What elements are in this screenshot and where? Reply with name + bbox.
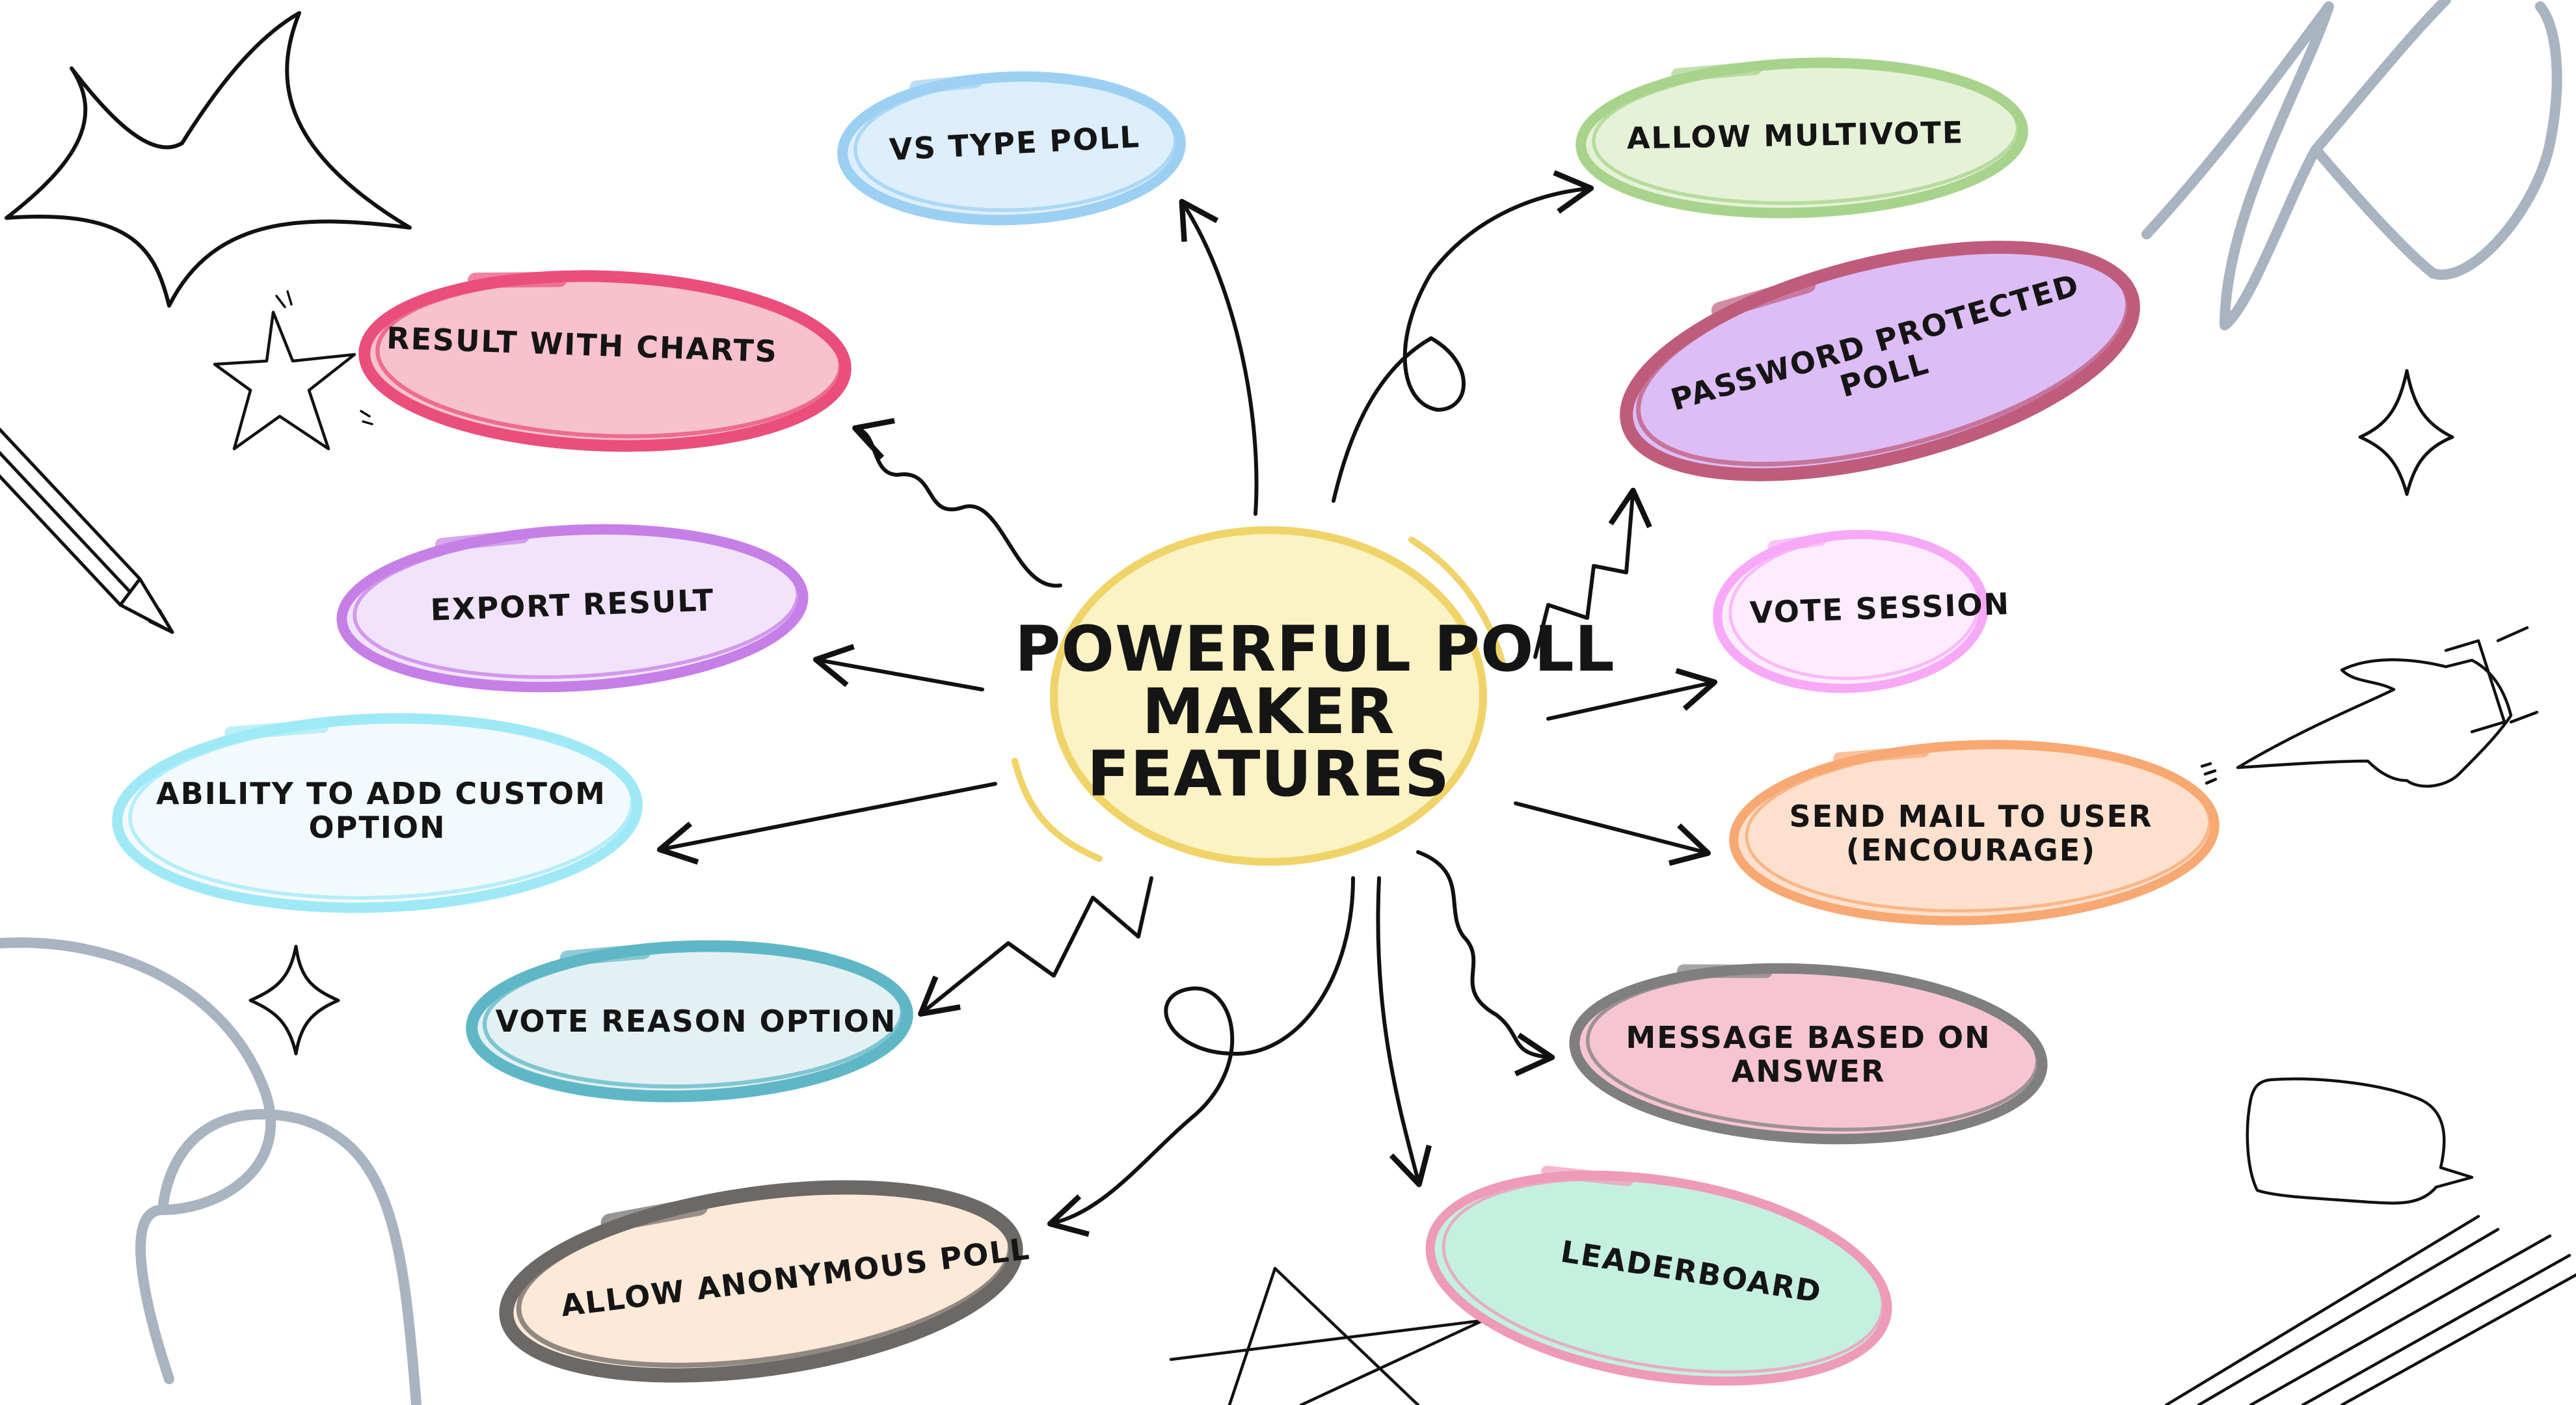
feature-node-result-with-charts	[358, 270, 852, 452]
feature-node-vote-session	[1713, 529, 1989, 693]
connector-vote-session	[1546, 667, 1718, 721]
connector-message-based	[1416, 850, 1555, 1077]
connector-result-with-charts	[852, 418, 1062, 588]
label-message-based-on-answer: Message based on answer	[1626, 1020, 1991, 1089]
feature-outline-password-protected-poll	[1636, 247, 2130, 467]
feature-outline-allow-anonymous-poll	[516, 1187, 1013, 1368]
connector-export-result	[812, 644, 984, 691]
feature-highlight-leaderboard	[1541, 1166, 1634, 1186]
label-allow-multivote: Allow Multivote	[1626, 114, 1965, 156]
feature-outline-vs-type-poll	[853, 77, 1177, 212]
sparkle-doodle-right	[2358, 369, 2454, 496]
feature-outline-allow-multivote	[1592, 64, 2020, 206]
feature-node-message-based-on-answer	[1569, 963, 2048, 1145]
grey-swirl-doodle	[0, 937, 422, 1405]
burst-star-doodle	[5, 11, 412, 308]
feature-node-password-protected-poll	[1620, 241, 2140, 481]
connector-vs-type-poll	[1179, 198, 1259, 516]
feature-ellipse-allow-multivote	[1576, 57, 2028, 219]
central-title-line-3: Features	[1086, 738, 1451, 810]
feature-outline-message-based-on-answer	[1585, 970, 2039, 1132]
star-sparkle-lines	[275, 290, 373, 425]
feature-node-leaderboard	[1425, 1166, 1892, 1386]
connectors	[656, 170, 1718, 1237]
feature-ellipse-result-with-charts	[358, 270, 852, 452]
feature-ellipse-allow-anonymous-poll	[499, 1180, 1023, 1383]
feature-outline-vote-reason-option	[482, 947, 904, 1089]
connector-send-mail	[1514, 801, 1711, 866]
connector-allow-multivote	[1332, 170, 1594, 503]
central-accent-bottom	[1012, 758, 1103, 862]
connector-vote-reason	[918, 876, 1153, 1017]
connector-anonymous-poll	[1047, 876, 1355, 1237]
feature-ellipse-send-mail-to-user	[1729, 740, 2220, 926]
pointing-hand-doodle	[2200, 626, 2539, 788]
feature-highlight-send-mail-to-user	[1833, 745, 1929, 764]
central-title: Powerful Poll Maker Features	[1015, 613, 1615, 810]
feature-ellipse-vote-session	[1713, 529, 1989, 693]
connector-leaderboard	[1376, 876, 1432, 1188]
feature-ellipse-vote-reason-option	[466, 940, 913, 1103]
central-node	[1012, 526, 1506, 866]
label-vote-reason-option: Vote reason option	[495, 1004, 897, 1039]
feature-node-export-result	[336, 524, 809, 693]
line-star-doodle	[1169, 1266, 1485, 1405]
feature-node-vote-reason-option	[466, 940, 913, 1103]
feature-highlight-result-with-charts	[468, 271, 568, 288]
feature-node-ability-to-add-custom-option	[112, 713, 643, 913]
feature-outline-export-result	[353, 530, 800, 679]
feature-ellipse-vs-type-poll	[837, 71, 1186, 226]
feature-highlight-vs-type-poll	[909, 74, 982, 94]
feature-highlight-ability-to-add-custom-option	[224, 719, 329, 740]
feature-highlight-allow-multivote	[1671, 61, 1762, 82]
feature-outline-result-with-charts	[375, 277, 843, 438]
central-title-line-1: Powerful Poll	[1015, 613, 1615, 686]
feature-highlight-message-based-on-answer	[1676, 964, 1773, 978]
grey-scribble-top-right	[2141, 0, 2562, 330]
feature-highlight-export-result	[435, 529, 530, 552]
feature-node-vs-type-poll	[837, 71, 1186, 226]
feature-highlight-allow-anonymous-poll	[600, 1197, 708, 1233]
feature-ellipse-export-result	[336, 524, 809, 693]
feature-nodes	[112, 57, 2220, 1386]
central-accent-top	[1408, 537, 1506, 667]
feature-outline-vote-session	[1728, 535, 1981, 680]
feature-ellipse-leaderboard	[1425, 1170, 1892, 1386]
sparkle-doodle-left	[248, 944, 340, 1056]
feature-outline-ability-to-add-custom-option	[128, 719, 634, 900]
feature-ellipse-ability-to-add-custom-option	[112, 713, 643, 913]
connector-custom-option	[656, 782, 997, 865]
feature-node-allow-anonymous-poll	[499, 1180, 1023, 1383]
label-ability-to-add-custom-option: Ability to add custom option	[156, 776, 606, 845]
feature-outline-send-mail-to-user	[1745, 745, 2212, 913]
feature-highlight-vote-session	[1767, 533, 1827, 552]
feature-outline-leaderboard	[1442, 1177, 1885, 1374]
feature-node-send-mail-to-user	[1729, 740, 2220, 926]
label-send-mail-to-user: Send mail to user (encourage)	[1789, 799, 2153, 868]
connector-password-protected	[1533, 487, 1652, 659]
feature-node-allow-multivote	[1576, 57, 2028, 219]
hatch-lines-doodle	[2164, 1214, 2576, 1405]
feature-highlight-vote-reason-option	[559, 944, 651, 966]
pencil-doodle	[0, 427, 174, 634]
small-star-doodle	[213, 310, 356, 451]
feature-ellipse-message-based-on-answer	[1569, 963, 2048, 1145]
feature-highlight-password-protected-poll	[1711, 276, 1816, 319]
central-title-line-2: Maker	[1142, 675, 1395, 748]
speech-bubble-doodle	[2246, 1077, 2474, 1205]
